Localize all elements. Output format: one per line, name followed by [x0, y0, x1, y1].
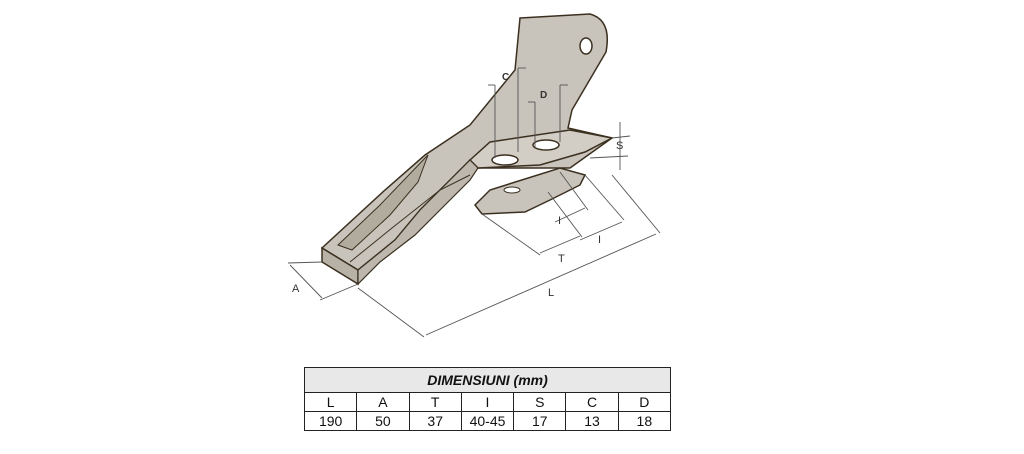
value-s: 17	[513, 411, 567, 431]
tooth-body	[320, 13, 615, 286]
label-s: S	[616, 140, 623, 152]
table-title: DIMENSIUNI (mm)	[304, 367, 671, 393]
pin-hole-ear-1	[491, 154, 519, 166]
dimension-lines	[287, 67, 661, 338]
table-title-row: DIMENSIUNI (mm)	[304, 367, 671, 393]
pin-hole-lower	[503, 186, 521, 194]
value-d: 18	[617, 411, 672, 431]
label-t: T	[558, 253, 565, 265]
header-l: L	[303, 392, 358, 412]
tooth-groove	[337, 154, 429, 251]
label-a: A	[292, 283, 300, 295]
pin-hole-top	[579, 37, 593, 55]
label-i-inner: I	[558, 215, 561, 227]
tooth-diagram: A L T I I S C D	[287, 13, 661, 338]
header-a: A	[356, 392, 410, 412]
header-i: I	[460, 392, 515, 412]
value-i: 40-45	[460, 411, 515, 431]
header-t: T	[408, 392, 462, 412]
tooth-blade-side	[357, 159, 479, 286]
value-a: 50	[356, 411, 410, 431]
label-i-outer: I	[598, 234, 601, 246]
dimension-labels: A L T I I S C D	[292, 72, 623, 299]
pin-hole-ear-2	[532, 139, 560, 151]
header-s: S	[513, 392, 567, 412]
tooth-lower-ear	[474, 167, 587, 215]
table-value-row: 190 50 37 40-45 17 13 18	[303, 411, 672, 431]
label-l: L	[548, 287, 554, 299]
value-c: 13	[565, 411, 619, 431]
header-d: D	[617, 392, 672, 412]
label-c: C	[502, 72, 509, 83]
value-t: 37	[408, 411, 462, 431]
header-c: C	[565, 392, 619, 412]
label-d: D	[540, 90, 547, 101]
table-header-row: L A T I S C D	[303, 392, 672, 412]
dimensions-table: DIMENSIUNI (mm) L A T I S C D 190 50 37 …	[303, 367, 672, 431]
tooth-groove-2	[349, 174, 471, 263]
value-l: 190	[303, 411, 358, 431]
